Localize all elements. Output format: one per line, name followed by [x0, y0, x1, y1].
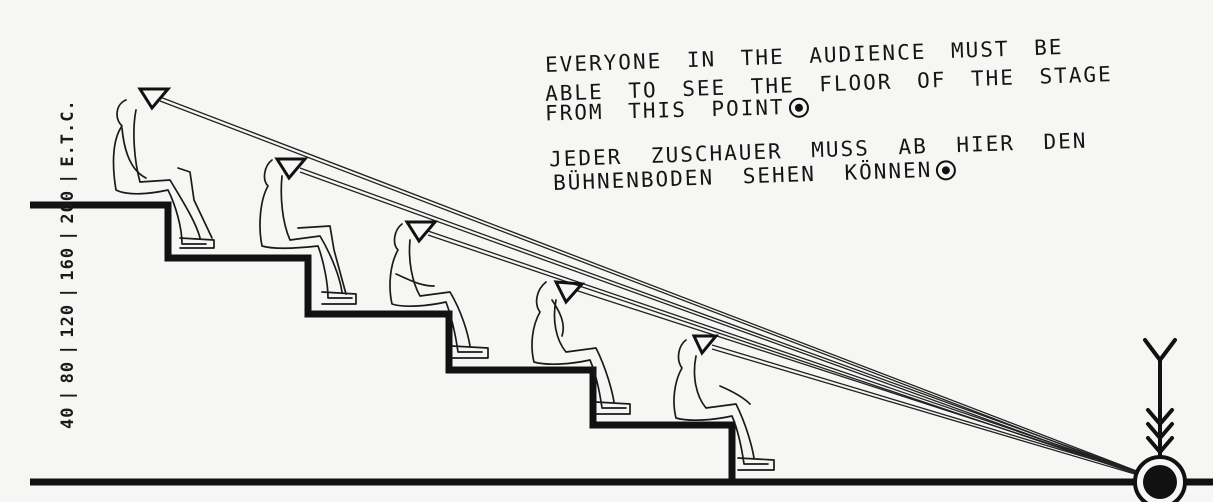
focal-point-target — [1135, 457, 1185, 502]
scale-separator: | — [58, 344, 78, 355]
scale-separator: | — [58, 173, 78, 184]
sightline-row-1b — [712, 349, 1155, 480]
focal-point-symbol-icon — [788, 98, 809, 119]
scale-mark-80: 80 — [58, 361, 78, 383]
scale-mark-200: 200 — [58, 190, 78, 224]
scale-mark-120: 120 — [58, 304, 78, 338]
focal-point-arrow — [1145, 340, 1175, 456]
scale-separator: | — [58, 287, 78, 298]
figure-row-3 — [390, 224, 488, 358]
eye-marker-row-1 — [694, 336, 716, 353]
height-scale: 40 | 80 | 120 | 160 | 200 | E.T.C. — [38, 99, 98, 474]
scale-mark-etc: E.T.C. — [58, 99, 78, 166]
scale-mark-160: 160 — [58, 247, 78, 281]
seating-steps — [30, 205, 732, 482]
scale-mark-40: 40 — [58, 407, 78, 429]
sightline-row-2 — [575, 290, 1155, 478]
focal-point-symbol-icon — [936, 160, 957, 181]
sightline-row-4 — [300, 168, 1155, 478]
eye-marker-row-2 — [556, 282, 582, 302]
figure-row-5 — [114, 100, 214, 248]
scale-separator: | — [58, 389, 78, 400]
sightline-row-1 — [712, 345, 1155, 478]
scale-separator: | — [58, 230, 78, 241]
sightline-row-3 — [428, 231, 1155, 478]
figure-row-2 — [532, 282, 630, 414]
